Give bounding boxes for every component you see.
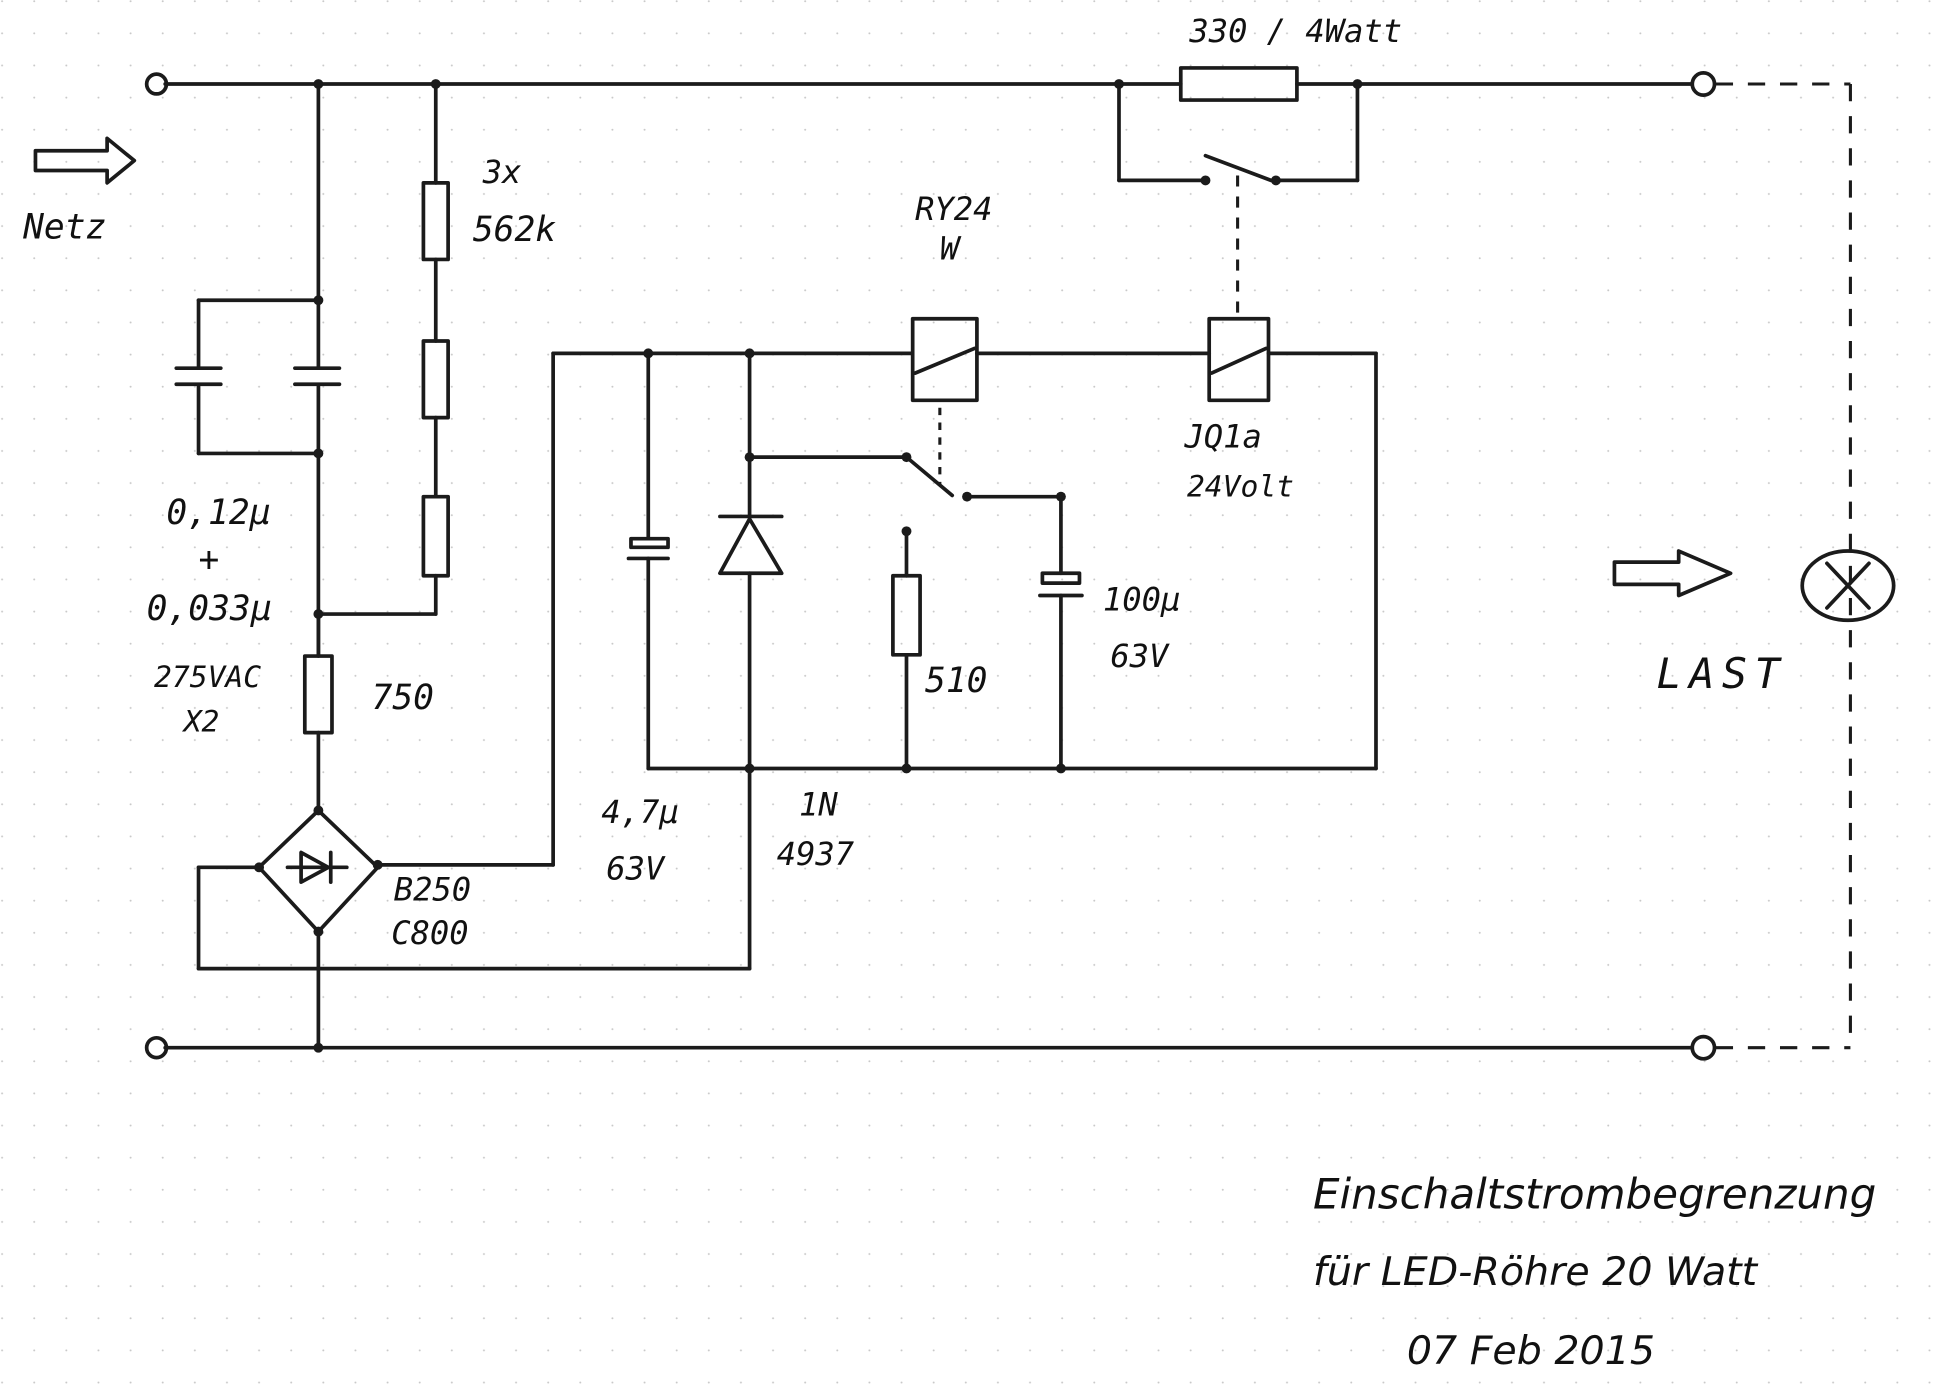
- title-line-2: für LED-Röhre 20 Watt: [1313, 1249, 1759, 1295]
- junction-dots: [254, 79, 1363, 1053]
- relay-coil-jq1a: [1207, 316, 1271, 403]
- cap-value-2: 0,033μ: [147, 589, 272, 629]
- relay1-label-1: RY24: [915, 190, 992, 228]
- output-terminal-bottom: [1690, 1034, 1717, 1061]
- cap-value-1: 0,12μ: [166, 493, 270, 533]
- dc-supply-frame: [551, 351, 1378, 771]
- dropper-capacitors: [174, 82, 342, 657]
- resistor-chain-label-2: 562k: [473, 210, 556, 250]
- series-resistor-750: [302, 612, 334, 813]
- diode-label-1: 1N: [799, 785, 838, 823]
- small-cap-label-1: 4,7μ: [601, 793, 678, 831]
- title-line-1: Einschaltstrombegrenzung: [1313, 1169, 1876, 1218]
- big-cap-label-2: 63V: [1110, 637, 1170, 675]
- bypass-resistor-330: [1117, 66, 1360, 319]
- resistor-chain-label-1: 3x: [482, 153, 522, 191]
- load-connection-dashed: [1715, 82, 1852, 1050]
- capacitor-4u7: [626, 351, 670, 771]
- capacitor-100u: [1038, 571, 1084, 771]
- cap-value-plus: +: [199, 540, 220, 580]
- relay2-label-1: JQ1a: [1183, 417, 1261, 455]
- relay2-label-2: 24Volt: [1187, 469, 1294, 504]
- relay-ry24-switch: [747, 407, 1063, 576]
- small-cap-label-2: 63V: [606, 850, 666, 888]
- resistor-510: [891, 526, 922, 771]
- output-arrow: [1612, 549, 1733, 598]
- input-label: Netz: [22, 207, 106, 247]
- bridge-label-2: C800: [391, 914, 468, 952]
- bleeder-resistor-chain: [316, 82, 450, 616]
- series-resistor-label: 750: [372, 678, 434, 718]
- cap-rating-2: X2: [182, 703, 220, 738]
- output-terminal-top: [1690, 71, 1717, 97]
- bridge-rectifier: [196, 351, 752, 1050]
- relay1-label-2: W: [940, 229, 962, 267]
- input-terminal-bottom: [144, 1035, 169, 1060]
- output-label: LAST: [1656, 649, 1787, 698]
- lamp-symbol: [1800, 549, 1896, 623]
- big-cap-label-1: 100μ: [1103, 580, 1180, 618]
- relay-coil-ry24: [910, 316, 979, 403]
- diode-label-2: 4937: [777, 835, 854, 873]
- cap-rating-1: 275VAC: [154, 659, 261, 694]
- discharge-resistor-label: 510: [925, 661, 987, 701]
- title-line-3: 07 Feb 2015: [1407, 1328, 1655, 1374]
- bridge-label-1: B250: [394, 871, 471, 909]
- input-arrow: [33, 136, 137, 185]
- bypass-resistor-label: 330 / 4Watt: [1188, 12, 1402, 50]
- input-terminal-top: [144, 72, 169, 96]
